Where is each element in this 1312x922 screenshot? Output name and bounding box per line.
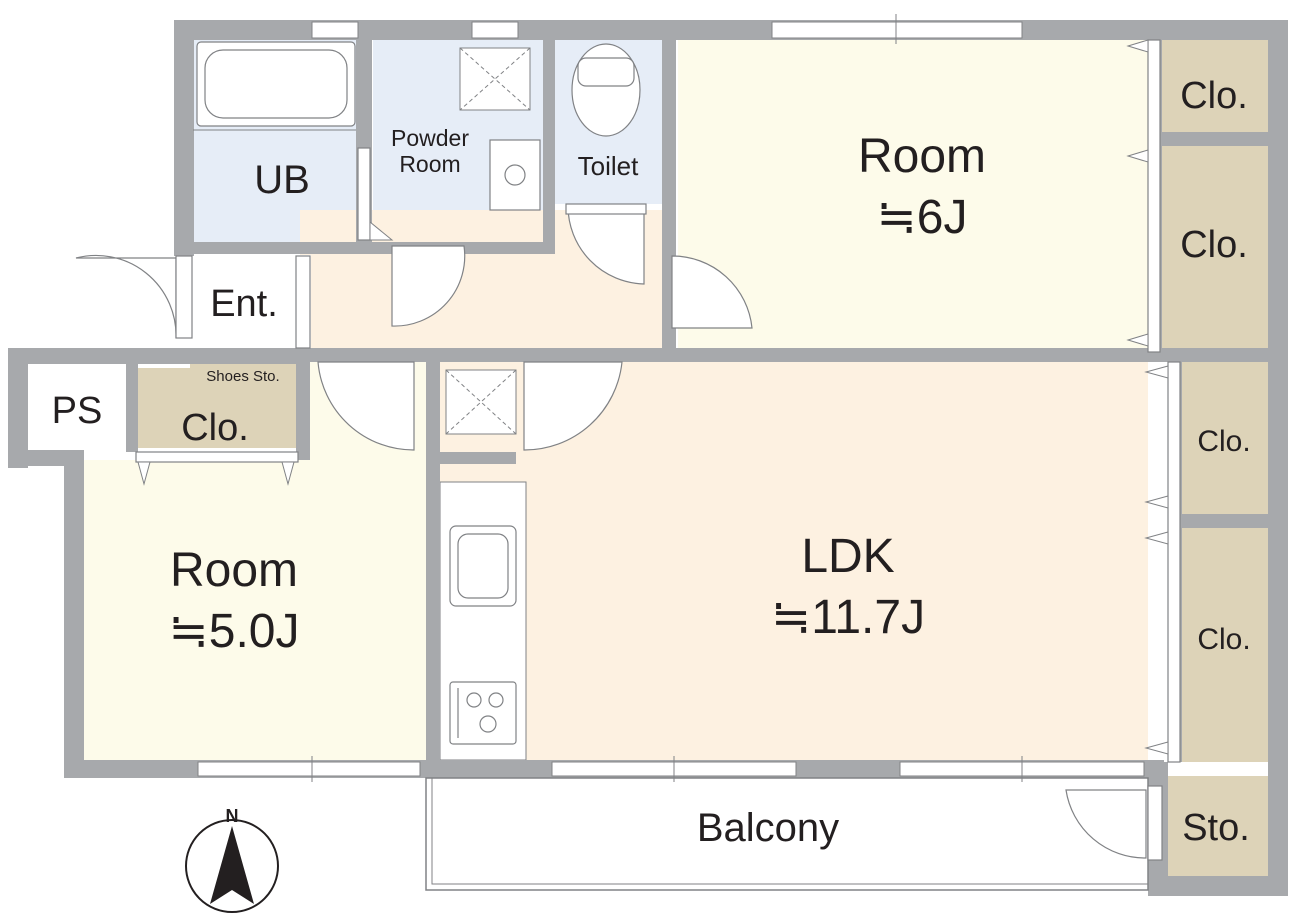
closet-1-label: Clo. xyxy=(1180,75,1248,117)
room-5-label: Room xyxy=(170,544,298,597)
ldk-label: LDK xyxy=(801,530,894,583)
closet-left-label: Clo. xyxy=(181,407,249,449)
closet-3-label: Clo. xyxy=(1197,425,1250,458)
balcony-label: Balcony xyxy=(697,806,839,850)
closet-2-floor xyxy=(1162,146,1268,352)
room-6-label: Room xyxy=(858,130,986,183)
sink-icon xyxy=(449,525,517,607)
ps-label: PS xyxy=(52,390,103,432)
storage-floor xyxy=(1166,776,1268,876)
closet-4-floor xyxy=(1182,528,1268,762)
bathtub-icon xyxy=(196,41,356,127)
stove-icon xyxy=(449,681,517,745)
ldk-size: ≒11.7J xyxy=(771,591,925,644)
washbasin-icon xyxy=(489,139,541,211)
north-compass-icon: N xyxy=(185,806,279,913)
toilet-label: Toilet xyxy=(578,151,639,181)
vent-icon xyxy=(459,47,531,111)
toilet-icon xyxy=(571,43,641,137)
room-6-size: ≒6J xyxy=(877,191,968,244)
closet-1-floor xyxy=(1162,40,1268,132)
room-5-floor xyxy=(83,460,427,760)
closet-4-label: Clo. xyxy=(1197,623,1250,656)
north-label: N xyxy=(226,806,239,826)
room-5-size: ≒5.0J xyxy=(169,605,300,658)
shoes-storage-label: Shoes Sto. xyxy=(206,368,279,385)
storage-vent-icon xyxy=(445,369,517,435)
ub-label: UB xyxy=(254,158,310,202)
powder-room-label-line1: Powder xyxy=(391,125,469,151)
closet-2-label: Clo. xyxy=(1180,224,1248,266)
storage-label: Sto. xyxy=(1182,807,1250,849)
entrance-label: Ent. xyxy=(210,283,278,325)
shoes-storage-floor xyxy=(190,362,298,388)
entrance-floor xyxy=(193,255,311,352)
powder-room-label-line2: Room xyxy=(399,151,460,177)
room-6-floor xyxy=(678,40,1148,352)
closet-3-floor xyxy=(1182,362,1268,514)
ps-box xyxy=(28,368,126,450)
doors xyxy=(75,39,1181,861)
